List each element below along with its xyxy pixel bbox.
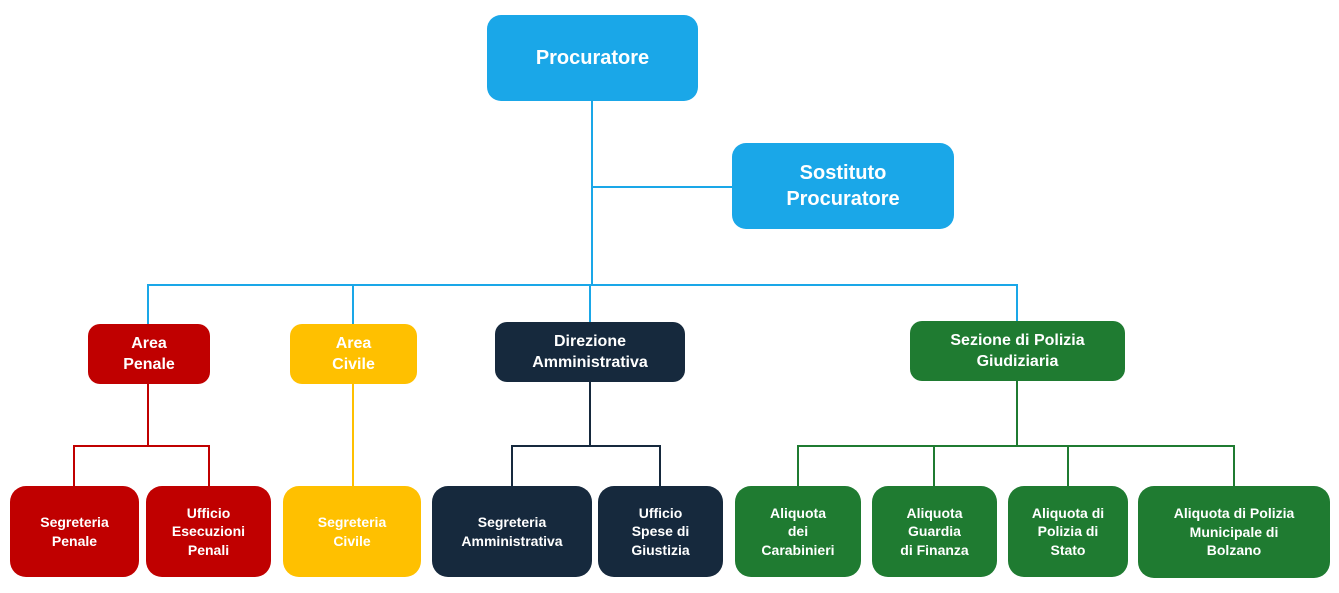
connector-area-penale-stem [147,384,149,445]
connector-sezione-stem [1016,381,1018,445]
connector-level2-bus [147,284,1017,286]
org-node-sostituto-procuratore: Sostituto Procuratore [732,143,954,229]
connector-direzione-bus [511,445,661,447]
connector-drop-direzione [589,284,591,322]
connector-procuratore-stem [591,101,593,285]
connector-drop-segreteria-amministrativa [511,445,513,486]
connector-drop-segreteria-penale [73,445,75,486]
connector-drop-carabinieri [797,445,799,486]
connector-drop-polizia-municipale [1233,445,1235,486]
connector-drop-polizia-stato [1067,445,1069,486]
org-node-area-penale: Area Penale [88,324,210,384]
connector-drop-area-civile [352,284,354,324]
org-node-sezione-polizia-giudiziaria: Sezione di Polizia Giudiziaria [910,321,1125,381]
connector-drop-ufficio-esecuzioni [208,445,210,486]
connector-direzione-stem [589,382,591,445]
org-node-aliquota-dei-carabinieri: Aliquota dei Carabinieri [735,486,861,577]
connector-drop-guardia-finanza [933,445,935,486]
org-node-aliquota-di-polizia-di-stato: Aliquota di Polizia di Stato [1008,486,1128,577]
org-node-direzione-amministrativa: Direzione Amministrativa [495,322,685,382]
connector-sostituto-branch [593,186,732,188]
connector-area-penale-bus [73,445,210,447]
org-node-aliquota-di-polizia-municipale-di-bolzano: Aliquota di Polizia Municipale di Bolzan… [1138,486,1330,578]
connector-area-civile-stem [352,384,354,486]
org-node-procuratore: Procuratore [487,15,698,101]
org-node-ufficio-esecuzioni-penali: Ufficio Esecuzioni Penali [146,486,271,577]
org-node-area-civile: Area Civile [290,324,417,384]
org-node-segreteria-amministrativa: Segreteria Amministrativa [432,486,592,577]
org-node-segreteria-penale: Segreteria Penale [10,486,139,577]
connector-drop-sezione-polizia [1016,284,1018,321]
connector-drop-area-penale [147,284,149,324]
org-node-segreteria-civile: Segreteria Civile [283,486,421,577]
connector-drop-ufficio-spese [659,445,661,486]
org-node-ufficio-spese-di-giustizia: Ufficio Spese di Giustizia [598,486,723,577]
connector-sezione-bus [797,445,1235,447]
org-node-aliquota-guardia-di-finanza: Aliquota Guardia di Finanza [872,486,997,577]
